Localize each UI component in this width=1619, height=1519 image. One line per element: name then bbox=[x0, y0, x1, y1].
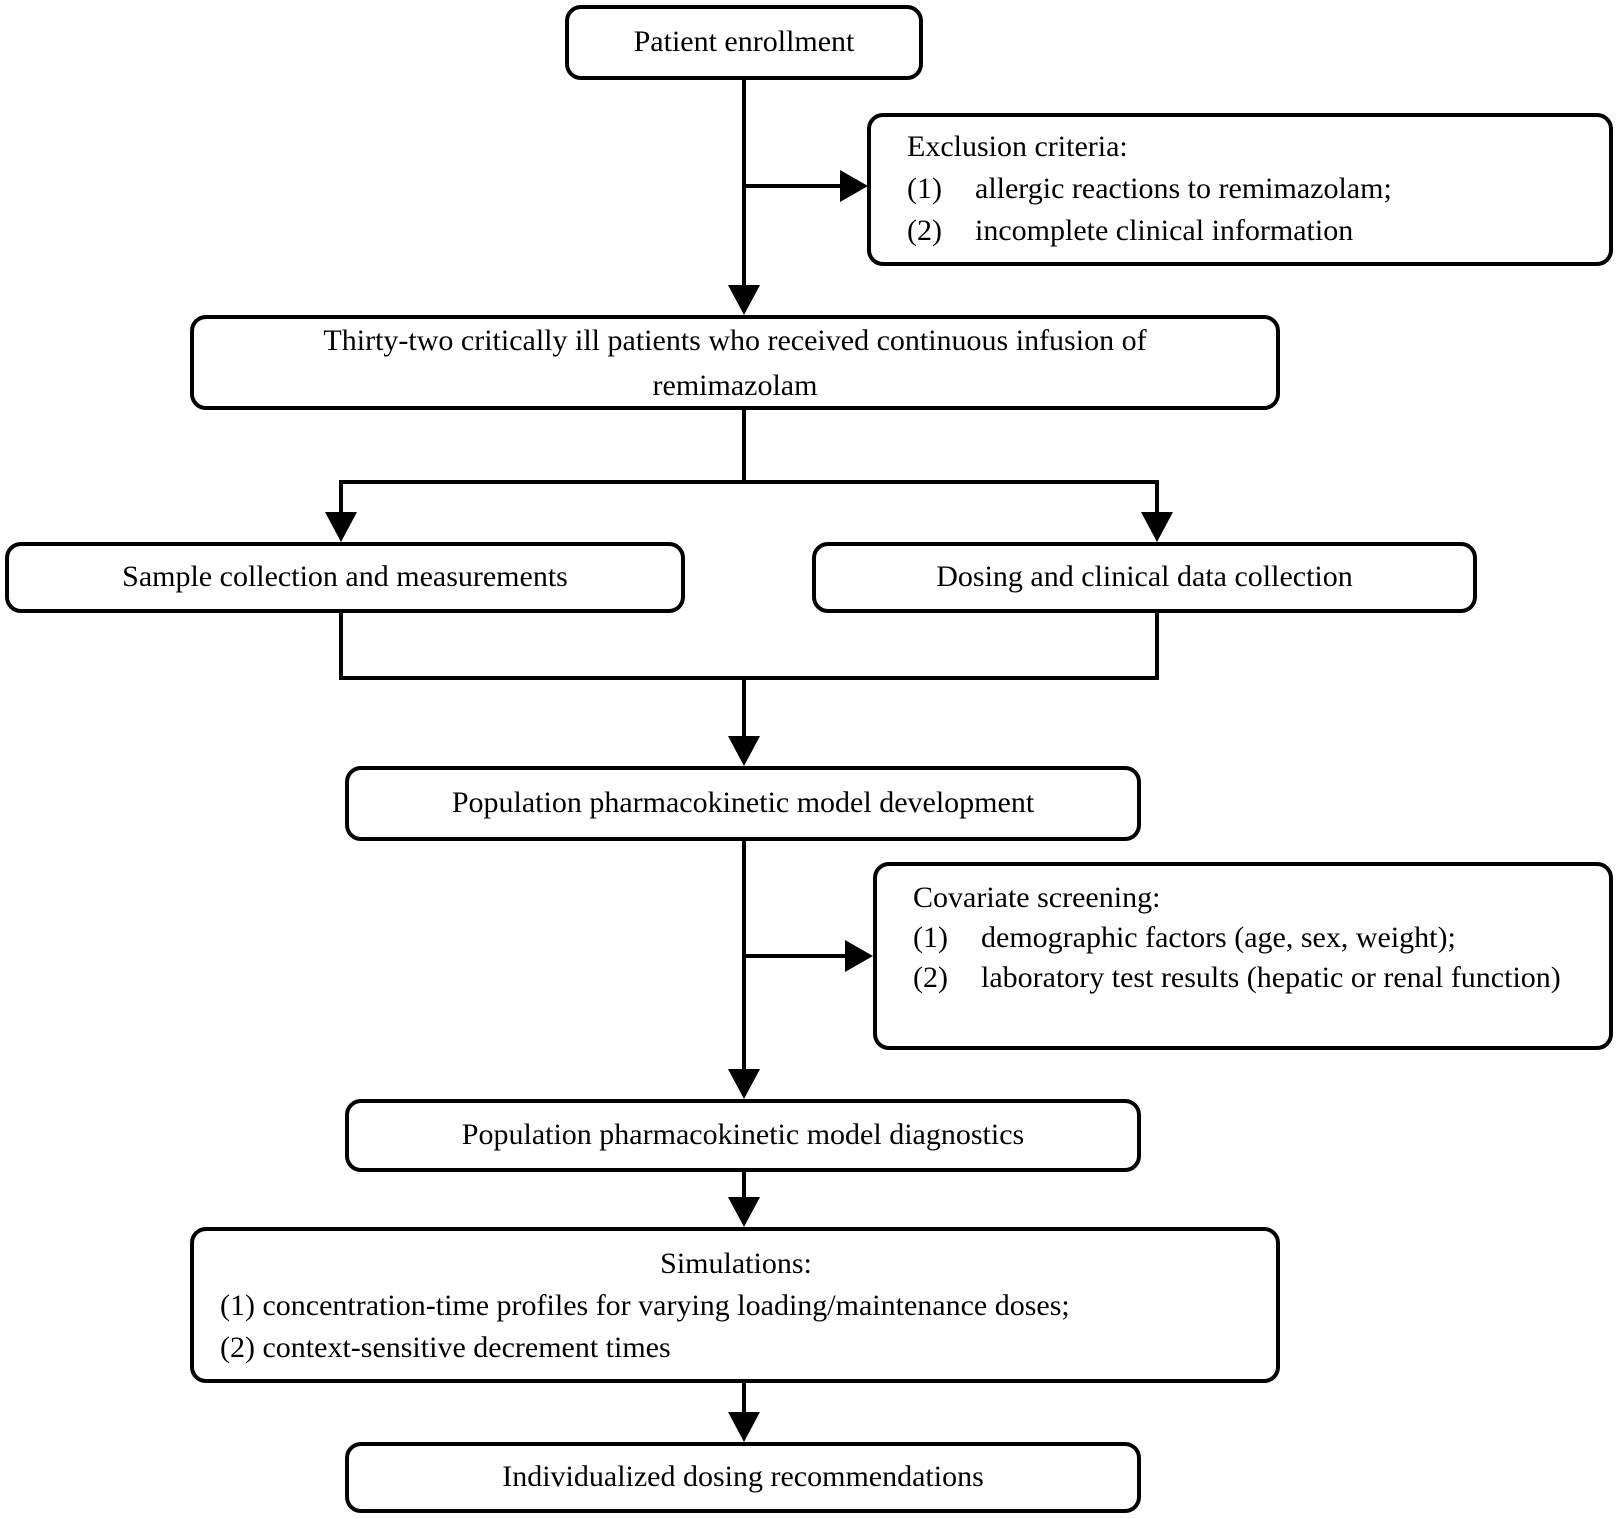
list-item: (1) allergic reactions to remimazolam; bbox=[907, 172, 1392, 205]
arrow-down-icon bbox=[1141, 512, 1173, 542]
arrow-right-icon bbox=[840, 170, 868, 202]
arrow-right-icon bbox=[845, 940, 873, 972]
node-label: Patient enrollment bbox=[633, 25, 855, 59]
flow-node-cohort: Thirty-two critically ill patients who r… bbox=[190, 315, 1280, 410]
arrow-down-icon bbox=[728, 736, 760, 766]
connector-split-horizontal bbox=[339, 480, 1159, 484]
node-title: Covariate screening: bbox=[913, 881, 1161, 914]
arrow-down-icon bbox=[728, 1412, 760, 1442]
node-title: Exclusion criteria: bbox=[907, 130, 1128, 163]
arrow-down-icon bbox=[325, 512, 357, 542]
connector-split-right bbox=[1155, 480, 1159, 514]
node-title: Simulations: bbox=[660, 1247, 812, 1280]
flow-node-sample-collection: Sample collection and measurements bbox=[5, 542, 685, 613]
flow-node-patient-enrollment: Patient enrollment bbox=[565, 5, 923, 80]
connector-simulations-to-recommendations bbox=[742, 1383, 746, 1414]
node-label: Dosing and clinical data collection bbox=[936, 560, 1353, 594]
node-label: Population pharmacokinetic model develop… bbox=[451, 786, 1035, 820]
connector-diagnostics-to-simulations bbox=[742, 1172, 746, 1199]
list-item: (2) laboratory test results (hepatic or … bbox=[913, 961, 1561, 994]
node-label: Population pharmacokinetic model diagnos… bbox=[461, 1118, 1025, 1152]
connector-branch-exclusion bbox=[744, 184, 842, 188]
flow-node-dosing-recommendations: Individualized dosing recommendations bbox=[345, 1442, 1141, 1513]
list-item: (1) concentration-time profiles for vary… bbox=[220, 1289, 1070, 1322]
list-item: (2) context-sensitive decrement times bbox=[220, 1331, 671, 1364]
connector-cohort-down bbox=[742, 410, 746, 484]
connector-merge-down bbox=[742, 680, 746, 738]
arrow-down-icon bbox=[728, 1197, 760, 1227]
flow-node-exclusion-criteria: Exclusion criteria: (1) allergic reactio… bbox=[867, 113, 1613, 266]
flow-node-covariate-screening: Covariate screening: (1) demographic fac… bbox=[873, 862, 1613, 1050]
connector-merge-left bbox=[339, 613, 343, 680]
arrow-down-icon bbox=[728, 1069, 760, 1099]
node-label: Thirty-two critically ill patients who r… bbox=[323, 323, 1147, 402]
connector-merge-horizontal bbox=[339, 676, 1159, 680]
flow-node-dosing-data-collection: Dosing and clinical data collection bbox=[812, 542, 1477, 613]
connector-merge-right bbox=[1155, 613, 1159, 680]
arrow-down-icon bbox=[728, 285, 760, 315]
flow-node-model-development: Population pharmacokinetic model develop… bbox=[345, 766, 1141, 841]
flow-node-simulations: Simulations: (1) concentration-time prof… bbox=[190, 1227, 1280, 1383]
list-item: (1) demographic factors (age, sex, weigh… bbox=[913, 921, 1456, 954]
node-label: Individualized dosing recommendations bbox=[502, 1460, 984, 1494]
connector-branch-covariate bbox=[744, 954, 846, 958]
connector-enrollment-to-cohort bbox=[742, 80, 746, 286]
list-item: (2) incomplete clinical information bbox=[907, 214, 1354, 247]
node-label: Sample collection and measurements bbox=[122, 560, 568, 594]
connector-split-left bbox=[339, 480, 343, 514]
flow-node-model-diagnostics: Population pharmacokinetic model diagnos… bbox=[345, 1099, 1141, 1172]
